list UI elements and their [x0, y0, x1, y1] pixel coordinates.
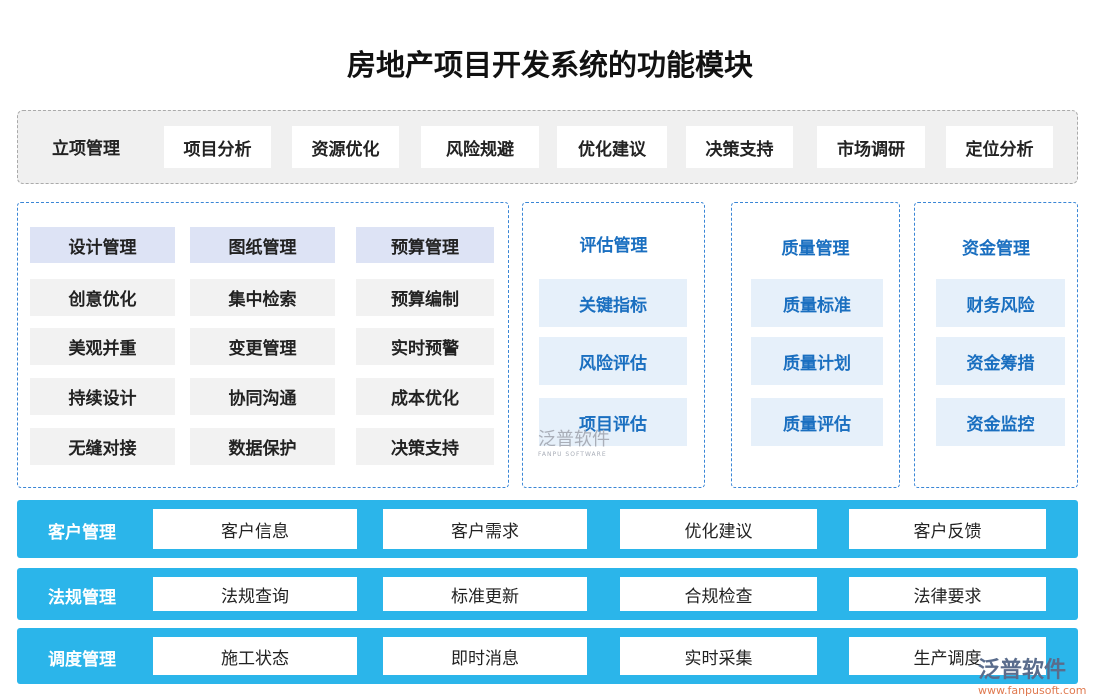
quality-item: 质量计划: [751, 337, 883, 385]
design-column-header: 设计管理: [30, 227, 175, 263]
evaluation-item: 关键指标: [539, 279, 687, 327]
band-item: 即时消息: [383, 637, 587, 675]
project-setup-item: 优化建议: [557, 126, 667, 168]
band-item: 优化建议: [620, 509, 817, 549]
funds-item: 资金筹措: [936, 337, 1065, 385]
band-item: 法律要求: [849, 577, 1046, 611]
design-item: 成本优化: [356, 378, 494, 415]
evaluation-item: 项目评估: [539, 398, 687, 446]
page-title: 房地产项目开发系统的功能模块: [346, 48, 753, 82]
design-item: 变更管理: [190, 328, 335, 365]
project-setup-item: 资源优化: [292, 126, 399, 168]
band-label: 调度管理: [48, 650, 116, 670]
project-setup-item: 项目分析: [164, 126, 271, 168]
design-item: 决策支持: [356, 428, 494, 465]
design-item: 创意优化: [30, 279, 175, 316]
band-item: 实时采集: [620, 637, 817, 675]
band-label: 法规管理: [48, 588, 116, 608]
brand-logo-url: www.fanpusoft.com: [978, 684, 1087, 697]
funds-header: 资金管理: [962, 239, 1030, 259]
band-label: 客户管理: [48, 523, 116, 543]
quality-panel: [731, 202, 900, 488]
design-item: 美观并重: [30, 328, 175, 365]
band-item: 客户反馈: [849, 509, 1046, 549]
band-item: 施工状态: [153, 637, 357, 675]
evaluation-panel: [522, 202, 705, 488]
band-item: 标准更新: [383, 577, 587, 611]
design-item: 无缝对接: [30, 428, 175, 465]
brand-logo-text: 泛普软件: [978, 658, 1067, 683]
project-setup-item: 风险规避: [421, 126, 539, 168]
band-item: 客户信息: [153, 509, 357, 549]
funds-item: 资金监控: [936, 398, 1065, 446]
project-setup-item: 市场调研: [817, 126, 925, 168]
funds-item: 财务风险: [936, 279, 1065, 327]
project-setup-label: 立项管理: [52, 139, 120, 159]
quality-item: 质量标准: [751, 279, 883, 327]
design-item: 协同沟通: [190, 378, 335, 415]
project-setup-item: 决策支持: [686, 126, 793, 168]
band-item: 生产调度: [849, 637, 1046, 675]
design-item: 持续设计: [30, 378, 175, 415]
design-item: 数据保护: [190, 428, 335, 465]
design-item: 集中检索: [190, 279, 335, 316]
band-item: 客户需求: [383, 509, 587, 549]
quality-header: 质量管理: [781, 239, 850, 259]
design-group-panel: [17, 202, 509, 488]
quality-item: 质量评估: [751, 398, 883, 446]
design-item: 预算编制: [356, 279, 494, 316]
funds-panel: [914, 202, 1078, 488]
design-item: 实时预警: [356, 328, 494, 365]
band-item: 法规查询: [153, 577, 357, 611]
design-column-header: 预算管理: [356, 227, 494, 263]
evaluation-header: 评估管理: [579, 236, 648, 256]
design-column-header: 图纸管理: [190, 227, 335, 263]
band-item: 合规检查: [620, 577, 817, 611]
project-setup-item: 定位分析: [946, 126, 1053, 168]
evaluation-item: 风险评估: [539, 337, 687, 385]
